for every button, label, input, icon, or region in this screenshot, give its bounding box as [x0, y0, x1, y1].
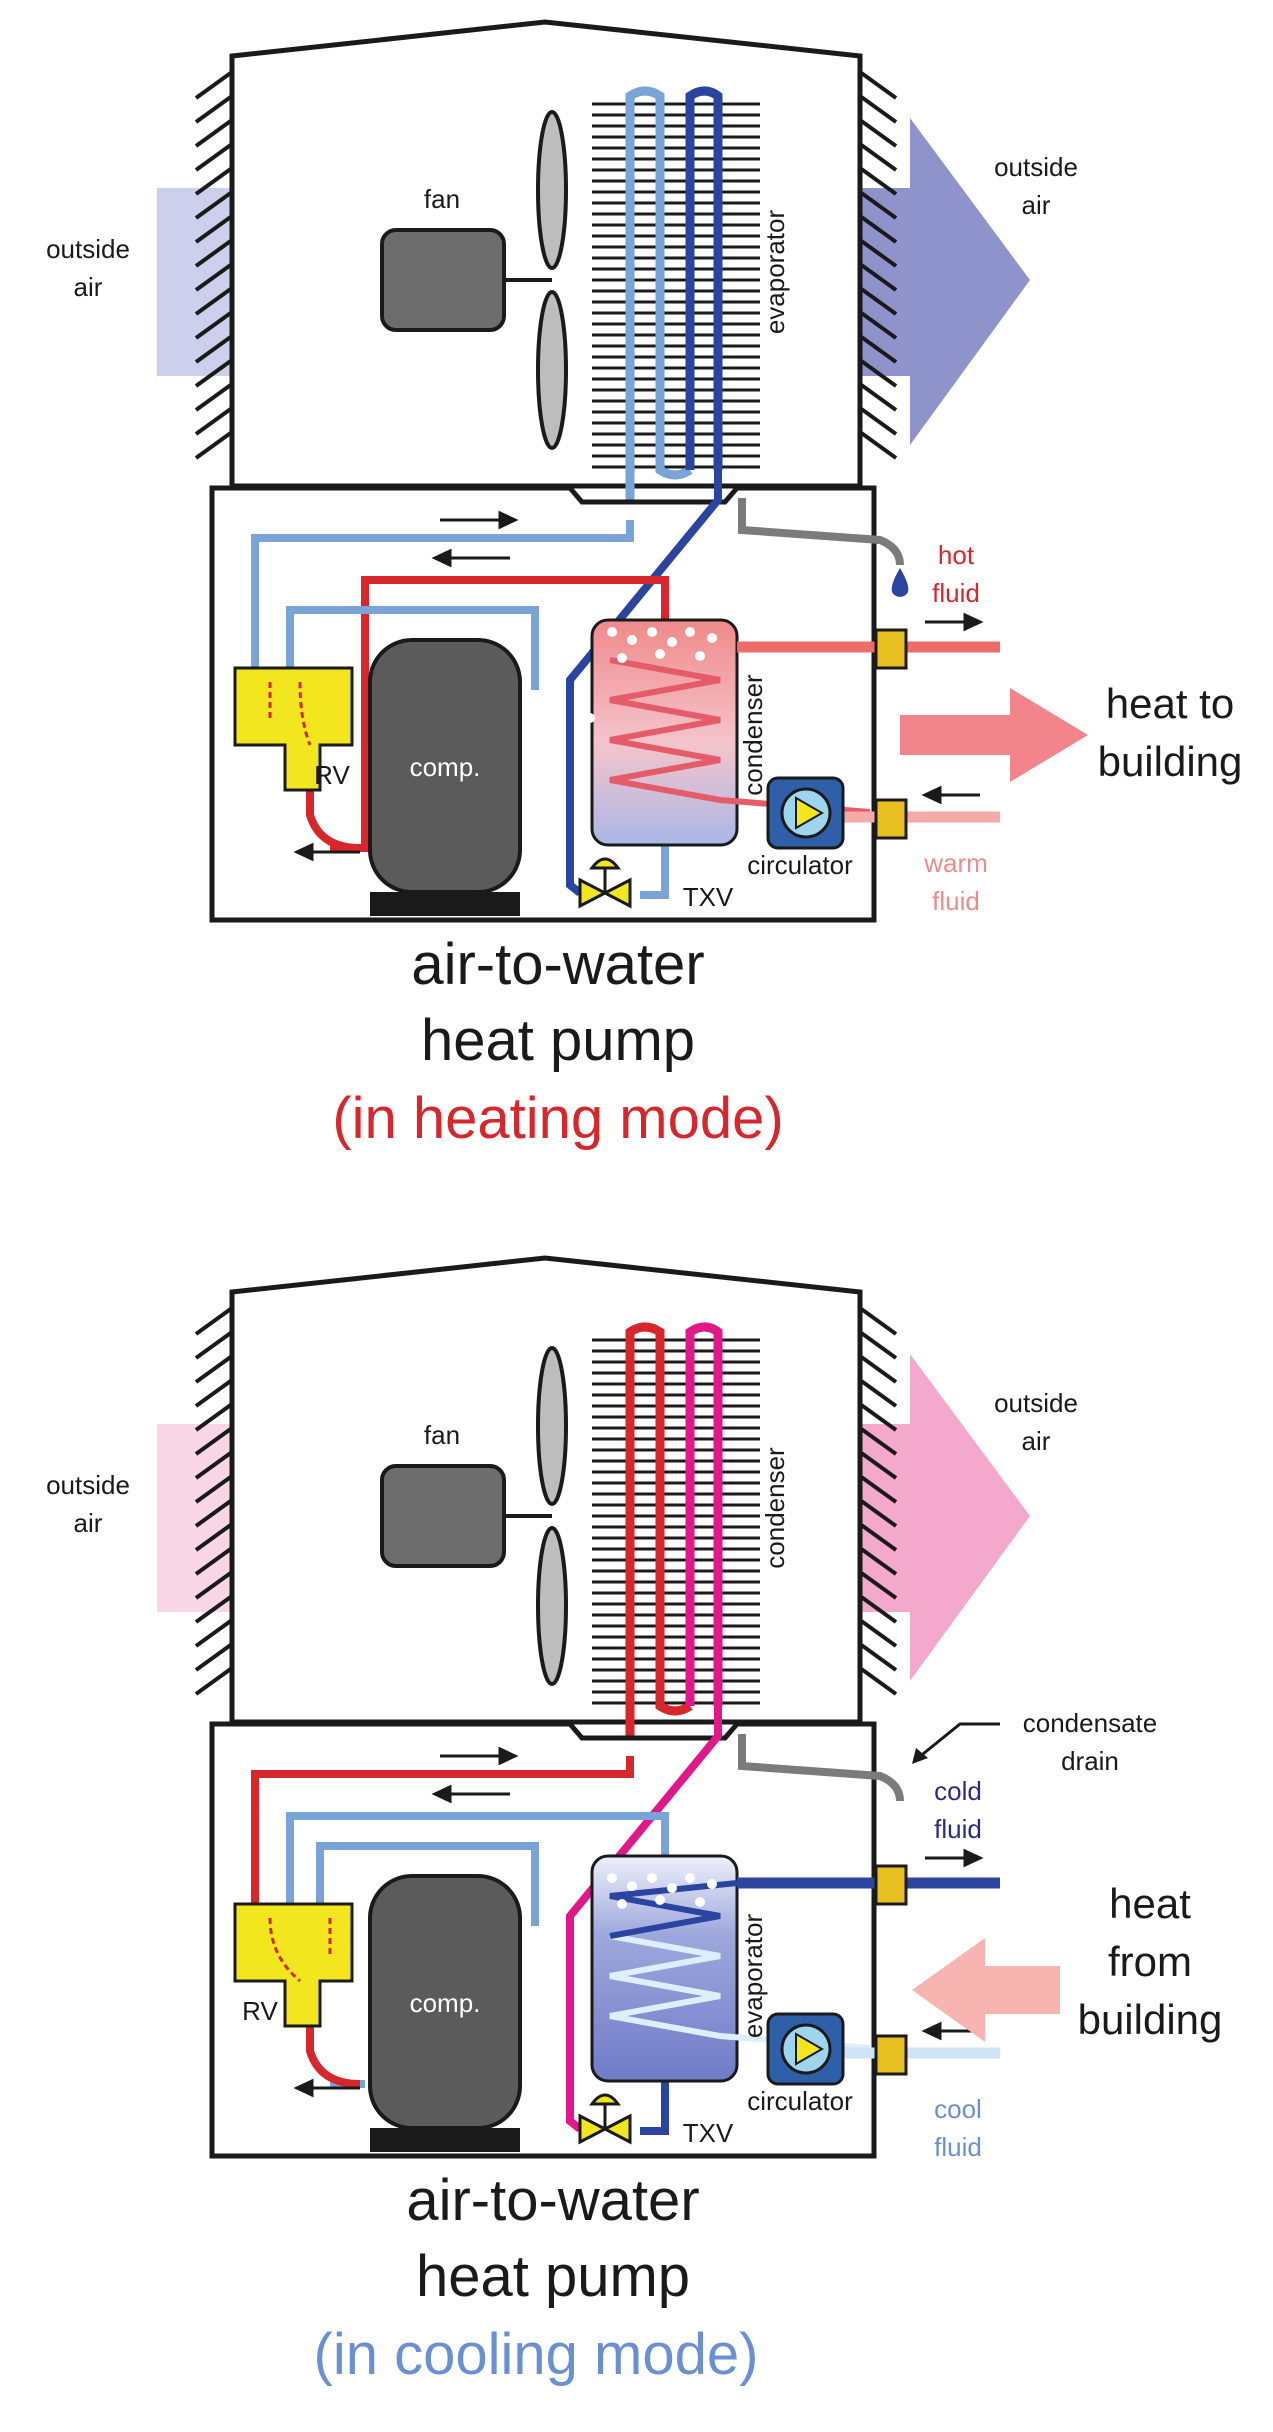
- rv-to-comp-line: [306, 700, 361, 852]
- discharge-line: [251, 1756, 634, 1926]
- fan-label: fan: [424, 1420, 460, 1450]
- outlet-louvers: [858, 70, 898, 460]
- coil-fins: [592, 102, 760, 469]
- compressor-label: comp.: [410, 752, 481, 782]
- drain-pointer-head: [912, 1748, 928, 1764]
- inlet-louvers: [194, 70, 234, 460]
- rv-to-comp-line: [306, 1936, 361, 2088]
- rv-label: RV: [242, 1996, 278, 2026]
- txv-bulb: [589, 857, 621, 870]
- coil-tube-outer-light: [625, 86, 693, 520]
- cooling-mode-caption: (in cooling mode): [314, 2322, 759, 2387]
- return-fitting: [874, 2034, 908, 2076]
- tank-coil: [609, 1933, 871, 2051]
- suction-line: [251, 520, 634, 690]
- condensate-drain: [738, 1734, 904, 1802]
- rv-to-suction-line: [286, 606, 539, 690]
- condenser-label: condenser: [760, 1447, 790, 1569]
- liquid-line: [566, 470, 722, 897]
- condensate-drain: [738, 498, 904, 566]
- circulator-triangle: [795, 2032, 825, 2066]
- supply-fitting: [874, 628, 908, 670]
- heating-mode-caption: (in heating mode): [332, 1086, 783, 1151]
- fan-blade-top: [536, 110, 568, 270]
- fan-blade-top: [536, 1346, 568, 1506]
- reversing-valve: [233, 1902, 354, 2028]
- evaporator-label: evaporator: [760, 210, 790, 335]
- coil-fins: [592, 1338, 760, 1705]
- heating-title-line1: air-to-water: [411, 932, 704, 997]
- circulator-label: circulator: [747, 850, 853, 880]
- cooling-title-line1: air-to-water: [406, 2168, 699, 2233]
- txv-valve-b: [601, 2113, 632, 2145]
- txv-valve-b: [601, 877, 632, 909]
- flow-arrows: [293, 1746, 984, 2098]
- inlet-louvers: [194, 1306, 234, 1696]
- compressor-base: [370, 2128, 520, 2152]
- flow-arrows: [293, 510, 984, 862]
- fan-motor: [380, 1464, 506, 1568]
- fan-motor: [380, 228, 506, 332]
- txv-label: TXV: [683, 882, 734, 912]
- heat-from-building-arrow: [912, 1938, 1060, 2042]
- txv-valve: [578, 2113, 609, 2145]
- circulator-triangle: [795, 796, 825, 830]
- circulator-label: circulator: [747, 2086, 853, 2116]
- compressor: [368, 1874, 522, 2130]
- outlet-louvers: [858, 1306, 898, 1696]
- tank-bubbles: [585, 627, 717, 723]
- rv-internal-path: [268, 681, 312, 746]
- cooling-title-line2: heat pump: [416, 2244, 690, 2309]
- liquid-line: [566, 1706, 722, 2133]
- tank-bubbles: [607, 1873, 717, 1909]
- return-fitting: [874, 798, 908, 840]
- tank-to-txv-line: [640, 843, 669, 899]
- compressor: [368, 638, 522, 894]
- evaporator-label: evaporator: [738, 1914, 768, 2039]
- txv-bulb: [589, 2093, 621, 2106]
- heat-to-building-arrow: [900, 688, 1088, 782]
- rv-label: RV: [314, 760, 350, 790]
- condenser-label: condenser: [738, 674, 768, 796]
- reversing-valve: [233, 666, 354, 792]
- fan-blade-bottom: [536, 1526, 568, 1686]
- coil-tube-outer-dark: [685, 86, 723, 470]
- water-drop: [891, 568, 909, 597]
- coil-tube-outer-red: [625, 1322, 693, 1756]
- fan-label: fan: [424, 184, 460, 214]
- heating-title-line2: heat pump: [421, 1008, 695, 1073]
- rv-to-suction-line: [316, 1842, 539, 1926]
- compressor-label: comp.: [410, 1988, 481, 2018]
- coil-tube-outer-magenta: [685, 1322, 723, 1706]
- txv-valve: [578, 877, 609, 909]
- drain-pointer: [917, 1722, 1000, 1760]
- compressor-base: [370, 892, 520, 916]
- tank-coil: [609, 657, 871, 815]
- rv-internal-path: [268, 1917, 332, 1983]
- fan-blade-bottom: [536, 290, 568, 450]
- tank-to-txv-line: [640, 2079, 669, 2135]
- txv-label: TXV: [683, 2118, 734, 2148]
- supply-fitting: [874, 1864, 908, 1906]
